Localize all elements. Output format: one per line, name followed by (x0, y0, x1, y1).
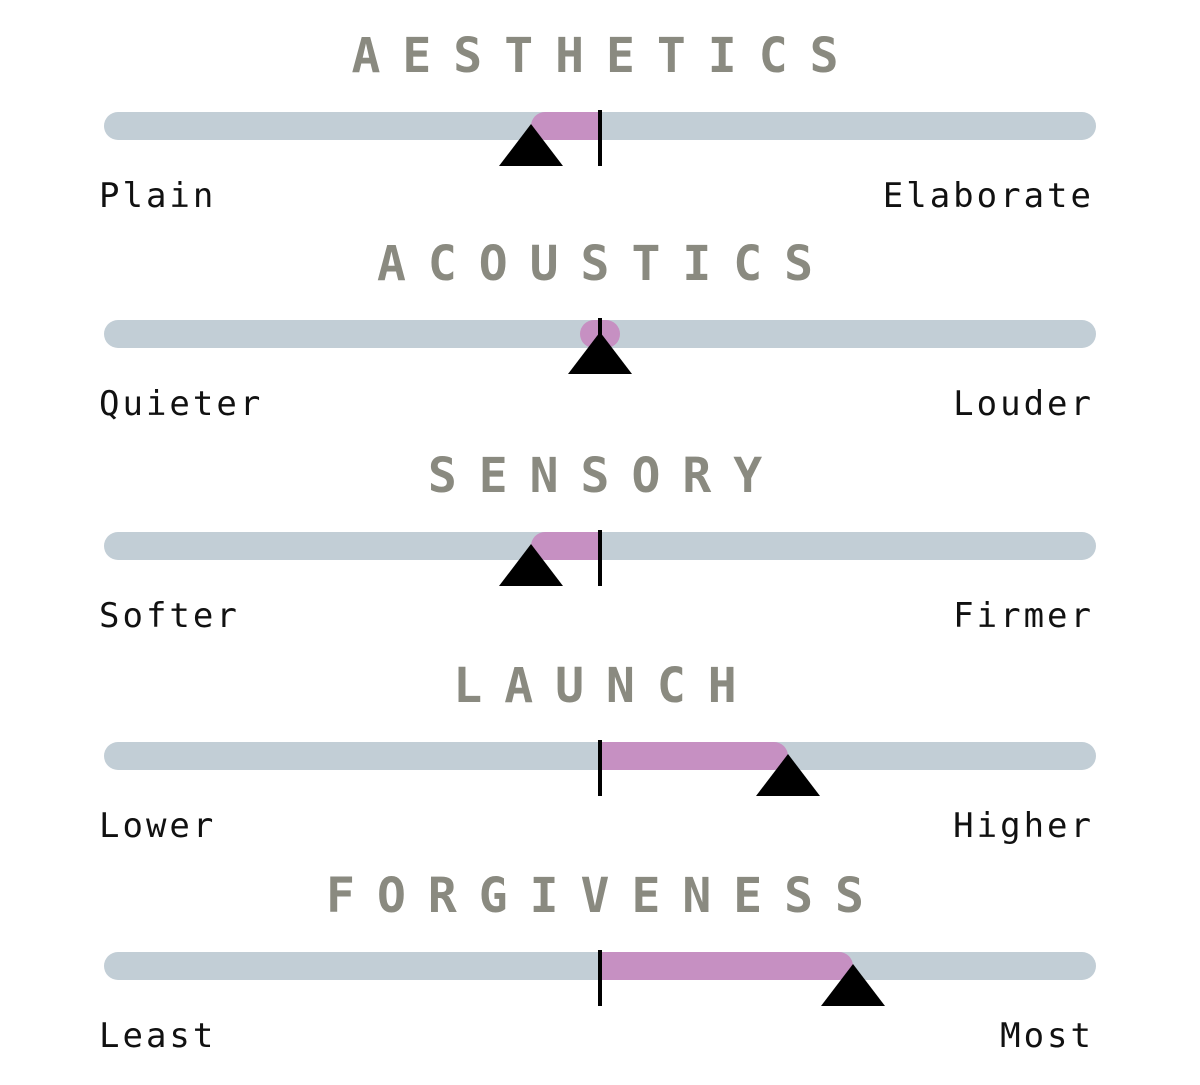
scale-aesthetics: AESTHETICS Plain Elaborate (0, 0, 1200, 216)
scale-left-label: Softer (99, 596, 240, 636)
scale-right-label: Most (1000, 1016, 1094, 1056)
scale-launch: LAUNCH Lower Higher (0, 630, 1200, 846)
triangle-up-icon (820, 964, 885, 1006)
scale-title: AESTHETICS (351, 28, 861, 84)
scale-right-label: Higher (953, 806, 1094, 846)
scale-title: ACOUSTICS (376, 236, 836, 292)
center-line (598, 740, 602, 796)
scale-right-label: Elaborate (882, 176, 1094, 216)
scale-left-label: Lower (99, 806, 217, 846)
scale-left-label: Quieter (99, 384, 264, 424)
scale-acoustics: ACOUSTICS Quieter Louder (0, 208, 1200, 424)
scale-left-label: Plain (99, 176, 217, 216)
center-line (598, 950, 602, 1006)
scale-fill (600, 952, 853, 980)
scale-right-label: Louder (953, 384, 1094, 424)
center-line (598, 110, 602, 166)
scale-title: LAUNCH (453, 658, 759, 714)
scale-forgiveness: FORGIVENESS Least Most (0, 840, 1200, 1056)
triangle-up-icon (756, 754, 821, 796)
scale-right-label: Firmer (953, 596, 1094, 636)
triangle-up-icon (498, 124, 563, 166)
triangle-up-icon (498, 544, 563, 586)
triangle-up-icon (568, 332, 632, 374)
scale-title: SENSORY (427, 448, 785, 504)
scale-sensory: SENSORY Softer Firmer (0, 420, 1200, 636)
scale-left-label: Least (99, 1016, 217, 1056)
scale-title: FORGIVENESS (326, 868, 886, 924)
center-line (598, 530, 602, 586)
